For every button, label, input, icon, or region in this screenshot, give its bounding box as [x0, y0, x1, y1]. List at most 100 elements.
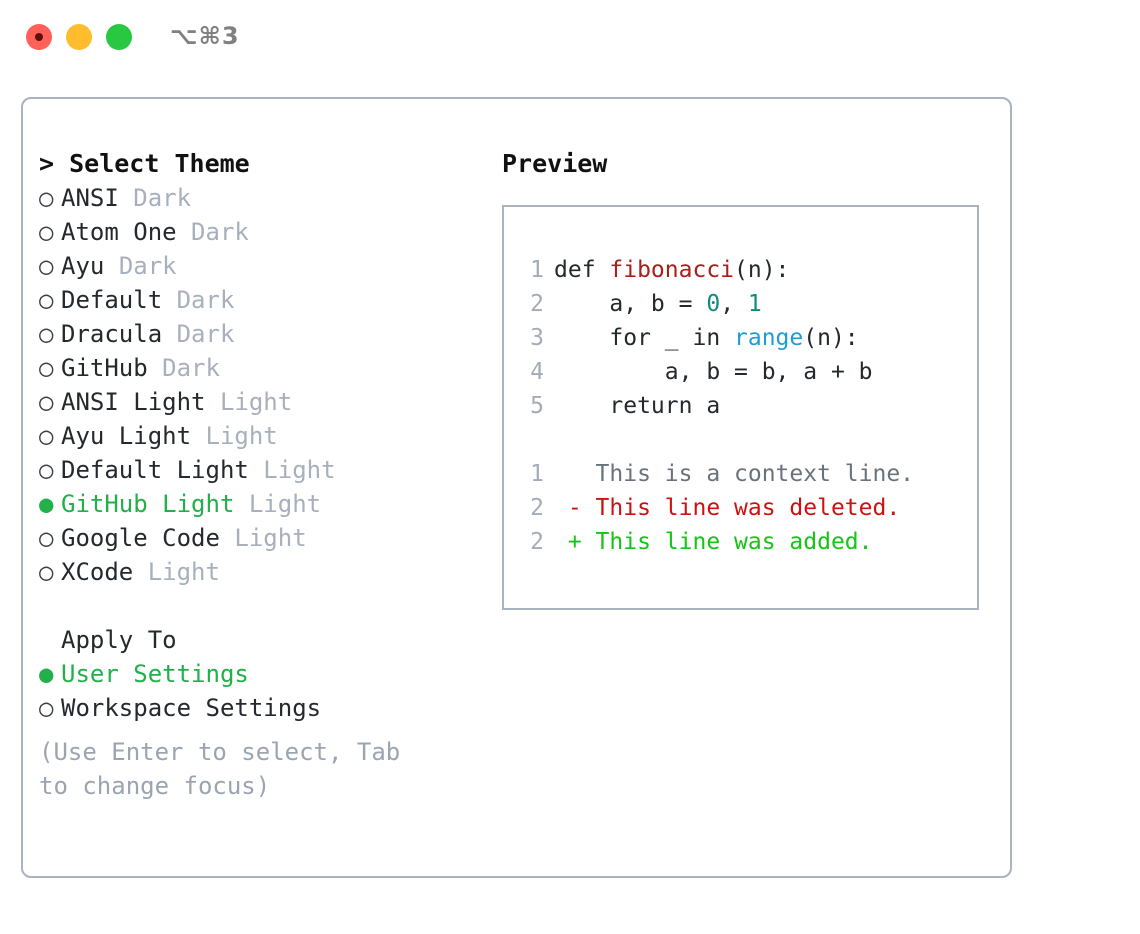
theme-list-item[interactable]: ○Ayu Light Light: [39, 419, 459, 453]
theme-variant-badge: Light: [248, 490, 322, 518]
code-line: 4 a, b = b, a + b: [518, 355, 977, 389]
keyboard-hint-text: (Use Enter to select, Tab to change focu…: [39, 738, 415, 800]
line-number: 2: [530, 291, 544, 317]
code-line: 2 a, b = 0, 1: [518, 287, 977, 321]
keyboard-shortcut-label: ⌥⌘3: [170, 22, 240, 50]
diff-line-text: This is a context line.: [554, 461, 915, 487]
code-token: return a: [554, 393, 721, 419]
theme-name-label: Default Light: [61, 456, 249, 484]
theme-name-label: Ayu Light: [61, 422, 192, 450]
line-number: 1: [530, 257, 544, 283]
radio-selected-icon: ●: [39, 660, 54, 688]
preview-heading: Preview: [502, 149, 608, 178]
line-number: 2: [530, 529, 544, 555]
list-spacer: [39, 589, 459, 623]
minimize-window-button[interactable]: [66, 24, 92, 50]
theme-name-label: ANSI: [61, 184, 119, 212]
theme-list-item[interactable]: ○ANSI Dark: [39, 181, 459, 215]
radio-unselected-icon: ○: [39, 354, 54, 382]
theme-variant-badge: Light: [263, 456, 336, 484]
theme-selection-column: > Select Theme ○ANSI Dark○Atom One Dark○…: [39, 147, 459, 803]
close-window-button[interactable]: [26, 24, 52, 50]
maximize-window-button[interactable]: [106, 24, 132, 50]
theme-name-label: ANSI Light: [61, 388, 206, 416]
line-number: 3: [530, 325, 544, 351]
code-token: fibonacci: [609, 257, 735, 283]
line-number: 5: [530, 393, 544, 419]
code-token: ,: [720, 291, 748, 317]
radio-unselected-icon: ○: [39, 422, 54, 450]
code-line: 1 def fibonacci(n):: [518, 253, 977, 287]
theme-list[interactable]: ○ANSI Dark○Atom One Dark○Ayu Dark○Defaul…: [39, 181, 459, 589]
diff-sample-block: 1 This is a context line.2 - This line w…: [518, 457, 977, 559]
code-token: for _ in: [554, 325, 735, 351]
code-token: 0: [706, 291, 721, 317]
radio-unselected-icon: ○: [39, 388, 54, 416]
preview-spacer: [518, 423, 977, 457]
apply-to-option-label: Workspace Settings: [61, 694, 322, 722]
radio-selected-icon: ●: [39, 490, 54, 518]
apply-to-option[interactable]: ●User Settings: [39, 657, 459, 691]
radio-unselected-icon: ○: [39, 218, 54, 246]
theme-list-item[interactable]: ○Atom One Dark: [39, 215, 459, 249]
theme-variant-badge: Dark: [133, 184, 192, 212]
code-token: 1: [747, 291, 762, 317]
select-theme-heading: > Select Theme: [39, 149, 250, 178]
theme-variant-badge: Light: [147, 558, 220, 586]
theme-list-item[interactable]: ○Google Code Light: [39, 521, 459, 555]
radio-unselected-icon: ○: [39, 694, 54, 722]
theme-name-label: Default: [61, 286, 163, 314]
theme-list-item[interactable]: ○Default Dark: [39, 283, 459, 317]
code-token: range: [734, 325, 804, 351]
code-token: (n):: [803, 325, 859, 351]
theme-list-item[interactable]: ○Default Light Light: [39, 453, 459, 487]
apply-to-option-label: User Settings: [61, 660, 249, 688]
title-bar: ⌥⌘3: [0, 0, 1140, 76]
diff-line: 1 This is a context line.: [518, 457, 977, 491]
radio-unselected-icon: ○: [39, 456, 54, 484]
diff-line: 2 - This line was deleted.: [518, 491, 977, 525]
radio-unselected-icon: ○: [39, 184, 54, 212]
code-token: (n):: [734, 257, 790, 283]
theme-list-item[interactable]: ○Ayu Dark: [39, 249, 459, 283]
diff-line: 2 + This line was added.: [518, 525, 977, 559]
code-token: def: [554, 257, 610, 283]
theme-variant-badge: Light: [205, 422, 278, 450]
radio-unselected-icon: ○: [39, 320, 54, 348]
tui-panel: > Select Theme ○ANSI Dark○Atom One Dark○…: [21, 97, 1012, 878]
theme-variant-badge: Dark: [176, 286, 235, 314]
theme-variant-badge: Dark: [162, 354, 220, 382]
theme-list-item[interactable]: ○XCode Light: [39, 555, 459, 589]
theme-name-label: GitHub: [61, 354, 148, 382]
theme-list-item[interactable]: ○GitHub Dark: [39, 351, 459, 385]
theme-variant-badge: Light: [234, 524, 307, 552]
line-number: 2: [530, 495, 544, 521]
code-token: a, b = b, a + b: [554, 359, 873, 385]
theme-name-label: Ayu: [61, 252, 105, 280]
theme-name-label: Google Code: [61, 524, 220, 552]
theme-variant-badge: Dark: [176, 320, 235, 348]
theme-name-label: Dracula: [61, 320, 163, 348]
apply-to-heading: Apply To: [61, 626, 177, 654]
code-line: 5 return a: [518, 389, 977, 423]
theme-variant-badge: Light: [219, 388, 293, 416]
code-line: 3 for _ in range(n):: [518, 321, 977, 355]
theme-list-item[interactable]: ●GitHub Light Light: [39, 487, 459, 521]
theme-list-item[interactable]: ○ANSI Light Light: [39, 385, 459, 419]
radio-unselected-icon: ○: [39, 286, 54, 314]
diff-line-text: + This line was added.: [554, 529, 873, 555]
apply-to-option[interactable]: ○Workspace Settings: [39, 691, 459, 725]
radio-unselected-icon: ○: [39, 524, 54, 552]
theme-variant-badge: Dark: [118, 252, 177, 280]
theme-name-label: XCode: [61, 558, 134, 586]
theme-list-item[interactable]: ○Dracula Dark: [39, 317, 459, 351]
theme-name-label: Atom One: [61, 218, 177, 246]
radio-unselected-icon: ○: [39, 558, 54, 586]
line-number: 4: [530, 359, 544, 385]
apply-to-list[interactable]: ●User Settings○Workspace Settings: [39, 657, 459, 725]
code-token: a, b =: [554, 291, 707, 317]
